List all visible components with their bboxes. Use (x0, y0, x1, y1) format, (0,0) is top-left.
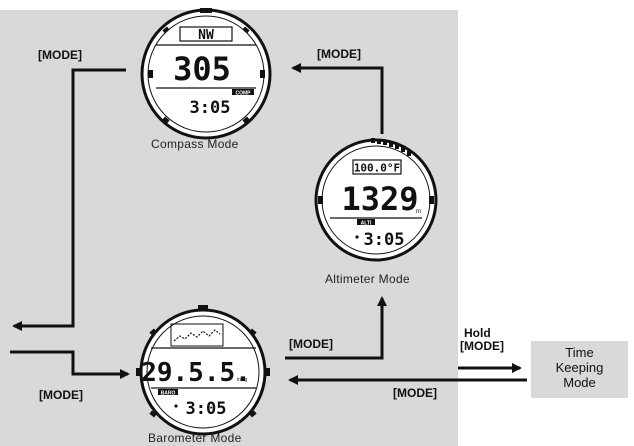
compass-time: 3:05 (190, 98, 231, 118)
timekeeping-mode-box (531, 341, 628, 398)
edge-label-barometer-to-altimeter: [MODE] (289, 337, 333, 351)
barometer-main-value: 29.5.5. (141, 358, 251, 388)
compass-heading: NW (198, 28, 214, 43)
altimeter-watch: 100.0°F 1329 m ALTI 3:05 (314, 138, 438, 262)
compass-mode-caption: Compass Mode (151, 137, 239, 151)
altimeter-tag: ALTI (361, 221, 372, 227)
edge-label-timekeeping-to-barometer: [MODE] (393, 386, 437, 400)
altimeter-mode-caption: Altimeter Mode (325, 272, 410, 286)
timekeeping-line-3: Mode (563, 375, 596, 390)
edge-label-barometer-to-compass: [MODE] (39, 388, 83, 402)
arrow-left-to-barometer (10, 350, 130, 379)
compass-watch: NW 305 COMP 3:05 (140, 8, 272, 140)
altimeter-unit: m (416, 209, 421, 215)
barometer-watch: 29.5.5. inHg BARO 3:05 (136, 305, 270, 436)
timekeeping-line-1: Time (565, 345, 594, 360)
altimeter-main-value: 1329 (341, 180, 418, 218)
arrow-barometer-to-altimeter (285, 296, 387, 360)
altimeter-temperature: 100.0°F (354, 162, 400, 175)
barometer-tag: BARO (161, 391, 176, 397)
timekeeping-mode-label: Time Keeping Mode (531, 345, 628, 390)
edge-label-altimeter-to-compass: [MODE] (317, 47, 361, 61)
barometer-time: 3:05 (186, 399, 227, 419)
compass-main-value: 305 (173, 50, 231, 88)
barometer-mode-caption: Barometer Mode (148, 431, 242, 445)
compass-tag: COMP (236, 91, 252, 97)
edge-label-hold-mode: [MODE] (460, 339, 504, 353)
altimeter-time: 3:05 (364, 230, 405, 250)
barometer-unit: inHg (237, 377, 248, 383)
edge-label-hold: Hold (464, 326, 491, 340)
edge-label-compass-to-barometer: [MODE] (38, 48, 82, 62)
arrow-altimeter-to-compass (291, 63, 384, 134)
timekeeping-line-2: Keeping (555, 360, 604, 375)
arrow-compass-to-left (12, 68, 126, 331)
